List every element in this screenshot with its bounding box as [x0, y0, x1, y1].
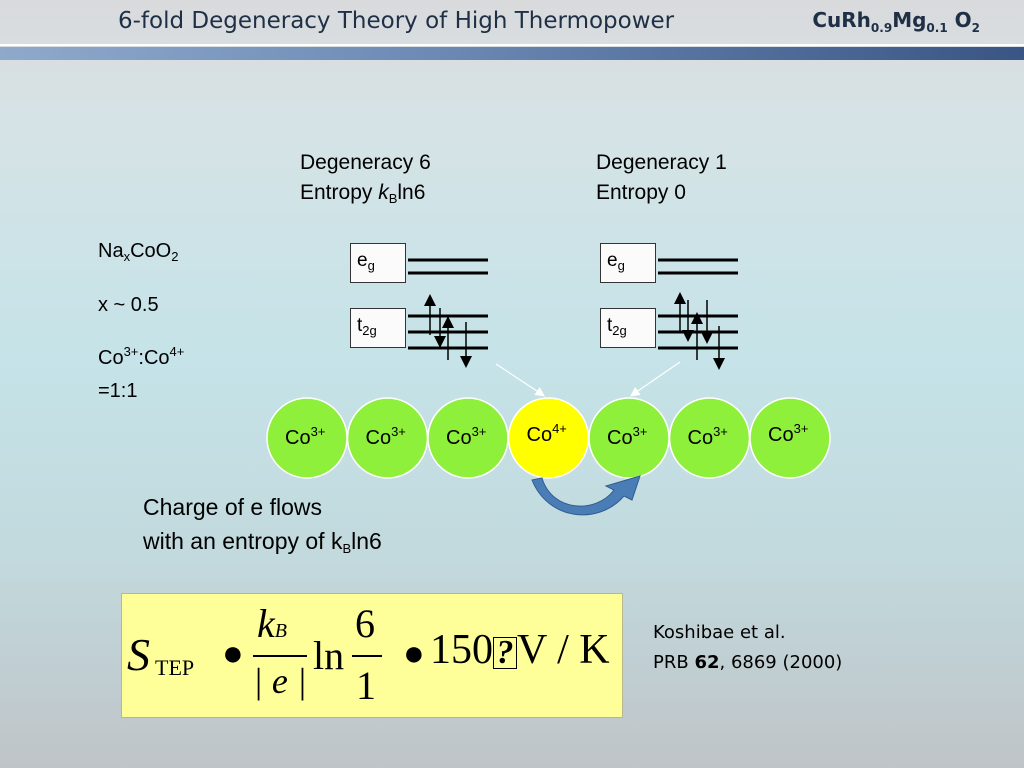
compound-label: NaxCoO2 [98, 240, 179, 264]
t2g-lines-right [658, 314, 738, 350]
equation-dot-1: ● [222, 633, 244, 673]
equation-dot-2: ● [403, 633, 425, 673]
t2g-level-box-left: t2g [350, 308, 406, 348]
ion-label: Co3+ [687, 424, 728, 449]
degeneracy-1-label: Degeneracy 1 Entropy 0 [596, 151, 727, 204]
compound-formula: CuRh0.9Mg0.1 O2 [812, 8, 980, 35]
reference-citation: Koshibae et al. PRB 62, 6869 (2000) [653, 622, 843, 673]
t2g-level-box-right: t2g [600, 308, 656, 348]
equation-denominator: 1 [356, 663, 376, 708]
co3-ion [749, 397, 831, 479]
equation-value: 150?V / K [430, 627, 610, 673]
pointer-co4 [495, 363, 546, 397]
spin-arrows-left [424, 294, 472, 368]
fraction-bar-1 [253, 655, 307, 657]
ion-chain [266, 397, 831, 479]
pointer-co3 [630, 361, 681, 397]
ratio-value: =1:1 [98, 380, 138, 402]
equation-e: | e | [253, 661, 307, 701]
doping-label: x ~ 0.5 [98, 294, 159, 316]
electron-flow-arrow [531, 475, 641, 516]
eg-level-box-right: eg [600, 243, 656, 283]
equation-numerator: 6 [355, 601, 375, 646]
equation-kb: kB [257, 601, 287, 646]
equation-s-subscript: TEP [155, 655, 195, 680]
ratio-label: Co3+:Co4+ [98, 344, 185, 369]
spin-arrows-right [674, 292, 725, 370]
slide-title: 6-fold Degeneracy Theory of High Thermop… [118, 8, 675, 34]
ion-label: Co4+ [526, 421, 567, 446]
header-bar [0, 47, 1024, 60]
degeneracy-6-label: Degeneracy 6 Entropy kBln6 [300, 151, 431, 206]
fraction-bar-2 [352, 655, 382, 657]
charge-flow-text: Charge of e flows with an entropy of kBl… [143, 494, 382, 556]
ion-label: Co3+ [285, 424, 326, 449]
equation-s: S [127, 629, 150, 680]
eg-lines-right [658, 258, 738, 275]
ion-label: Co3+ [768, 421, 809, 446]
equation-ln: ln [313, 633, 345, 678]
eg-lines-left [408, 258, 488, 275]
eg-level-box-left: eg [350, 243, 406, 283]
ion-label: Co3+ [446, 424, 487, 449]
ion-label: Co3+ [607, 424, 648, 449]
ion-label: Co3+ [365, 424, 406, 449]
header-divider [0, 44, 1024, 46]
